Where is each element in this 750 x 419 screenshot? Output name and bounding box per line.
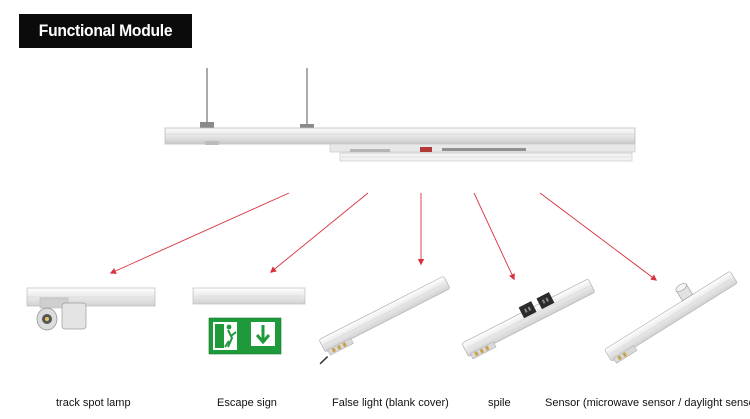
- blank-cover-module-icon: [319, 276, 450, 365]
- module-label-sensor: Sensor (microwave sensor / daylight sens…: [545, 397, 750, 409]
- title-banner: Functional Module: [19, 14, 192, 48]
- page-title: Functional Module: [38, 21, 173, 40]
- arrow-to-escape-sign: [269, 192, 369, 273]
- pointer-arrows: [109, 192, 658, 281]
- track-spot-lamp-icon: [26, 287, 156, 331]
- arrow-to-spile: [473, 192, 515, 281]
- arrow-to-sensor: [539, 192, 658, 281]
- module-label-false-light: False light (blank cover): [332, 397, 449, 409]
- module-label-escape-sign: Escape sign: [217, 397, 277, 409]
- sensor-module-icon: [604, 271, 737, 364]
- module-label-spile: spile: [488, 397, 511, 409]
- suspension-wires: [200, 68, 314, 131]
- arrow-to-track-spot-lamp: [109, 192, 290, 274]
- light-insert-module: [329, 143, 636, 162]
- exit-sign-icon: [192, 287, 306, 355]
- main-track-rail: [164, 127, 636, 145]
- module-label-track-spot-lamp: track spot lamp: [56, 397, 131, 409]
- socket-module-icon: [462, 279, 595, 360]
